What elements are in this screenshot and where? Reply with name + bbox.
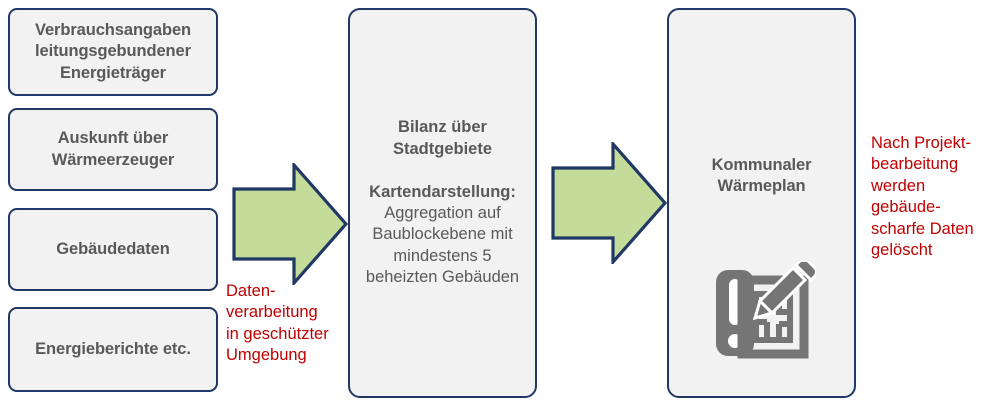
blueprint-pencil-icon — [669, 262, 854, 364]
center-panel-subheading: Kartendarstellung: — [369, 182, 516, 201]
input-box-energieberichte[interactable]: Energieberichte etc. — [8, 307, 218, 392]
right-arrow-icon — [232, 160, 349, 290]
input-box-gebaeudedaten[interactable]: Gebäudedaten — [8, 208, 218, 291]
note-data-deletion: Nach Projekt- bearbeitung werden gebäude… — [871, 134, 974, 260]
right-panel-waermeplan[interactable]: Kommunaler Wärmeplan — [667, 8, 856, 398]
center-panel-body: Aggregation auf Baublockebene mit mindes… — [365, 204, 520, 287]
note-data-processing: Daten- verarbeitung in geschützter Umgeb… — [226, 282, 329, 365]
input-box-label: Verbrauchsangaben leitungsgebundener Ene… — [34, 20, 192, 82]
input-box-label: Energieberichte etc. — [35, 339, 191, 358]
center-panel-heading: Bilanz über Stadtgebiete — [392, 118, 493, 158]
input-box-label: Auskunft über Wärmeerzeuger — [51, 129, 175, 169]
center-panel-bilanz[interactable]: Bilanz über Stadtgebiete Kartendarstellu… — [348, 8, 537, 398]
right-arrow-icon — [551, 139, 668, 269]
input-box-auskunft-waermeerzeuger[interactable]: Auskunft über Wärmeerzeuger — [8, 108, 218, 191]
input-box-verbrauchsangaben[interactable]: Verbrauchsangaben leitungsgebundener Ene… — [8, 8, 218, 96]
right-panel-label: Kommunaler Wärmeplan — [711, 155, 812, 195]
input-box-label: Gebäudedaten — [56, 239, 170, 258]
